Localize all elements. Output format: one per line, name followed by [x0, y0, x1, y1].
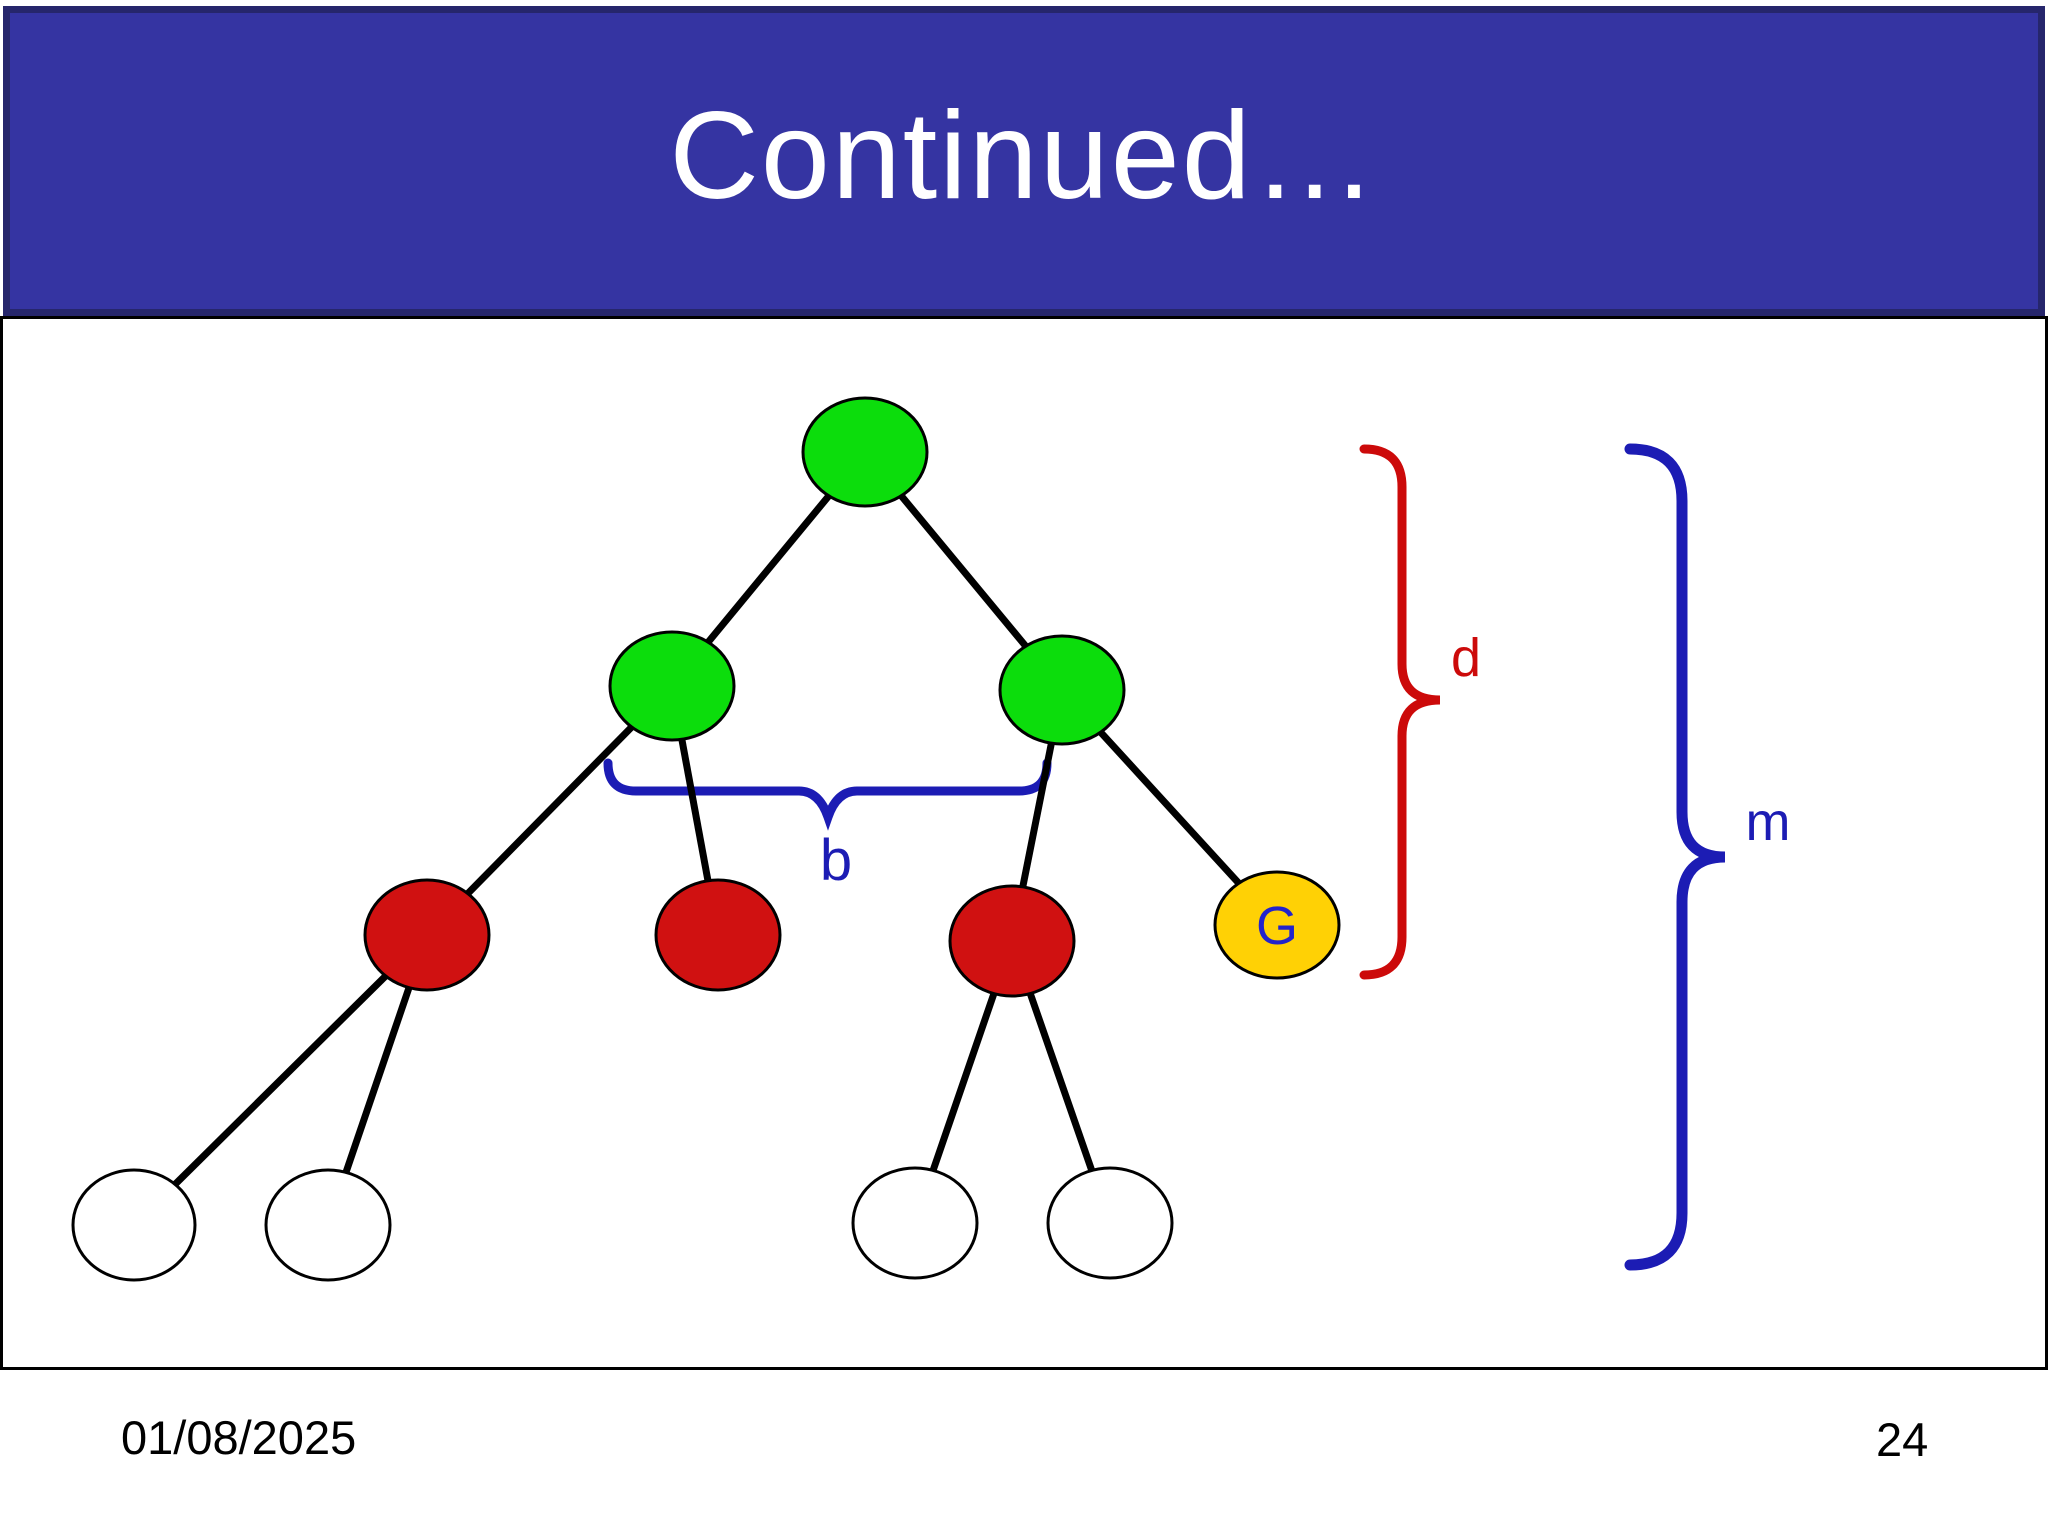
- brace-d: [1359, 444, 1441, 980]
- tree-node-internal-right: [998, 634, 1126, 746]
- label-d: d: [1451, 628, 1481, 688]
- tree-node-leaf-red-3: [948, 884, 1076, 998]
- tree-node-root: [801, 396, 929, 508]
- label-b: b: [820, 828, 852, 893]
- tree-node-node-g: [1213, 870, 1341, 980]
- tree-node-leaf-red-2: [654, 878, 782, 992]
- tree-node-leaf-white-3: [851, 1166, 979, 1280]
- title-bar: Continued…: [3, 6, 2045, 316]
- page-number: 24: [1876, 1413, 1929, 1466]
- footer-date: 01/08/2025: [121, 1411, 357, 1464]
- tree-node-internal-left: [608, 630, 736, 742]
- tree-node-leaf-white-2: [264, 1168, 392, 1282]
- brace-b: [603, 758, 1052, 831]
- page-title: Continued…: [669, 87, 1379, 225]
- tree-node-leaf-white-1: [71, 1168, 197, 1282]
- tree-node-leaf-red-1: [363, 878, 491, 992]
- brace-m: [1624, 443, 1726, 1271]
- tree-node-leaf-white-4: [1046, 1166, 1174, 1280]
- tree-edge: [131, 932, 430, 1228]
- node-label-node-g: G: [1256, 896, 1298, 956]
- label-m: m: [1746, 792, 1791, 852]
